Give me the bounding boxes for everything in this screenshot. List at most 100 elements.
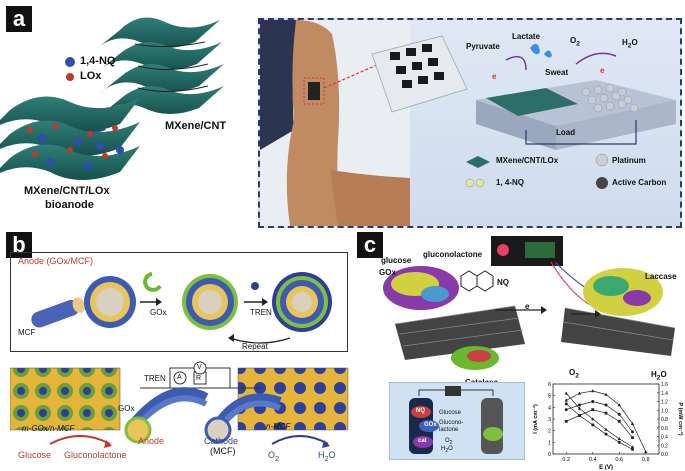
legend-nq: 1, 4-NQ xyxy=(496,178,525,187)
h2o-label: H2O xyxy=(622,38,638,50)
y-right-tick-label-8: 1.6 xyxy=(661,382,668,388)
tren-label-lower: TREN xyxy=(144,374,166,383)
o2-sub: 2 xyxy=(576,40,580,48)
cell-nq-label: NQ xyxy=(416,408,425,414)
panel-c-letter: c xyxy=(357,232,383,258)
series-4-point-1 xyxy=(578,414,581,417)
meter-r-label: R xyxy=(196,375,202,382)
mcf-cylinder xyxy=(31,297,86,328)
tren-molecule-icon xyxy=(251,282,259,290)
y-right-tick-label-4: 0.8 xyxy=(661,417,668,423)
h2o-text: H xyxy=(622,38,628,47)
series-1-point-0 xyxy=(564,408,568,412)
series-2-point-5 xyxy=(631,436,634,440)
sweat-label: Sweat xyxy=(545,68,569,77)
meter-v-label: V xyxy=(197,364,202,371)
x-axis-label: E (V) xyxy=(599,465,613,470)
legend-carbon: Active Carbon xyxy=(612,178,667,187)
o2-c-label: O2 xyxy=(569,368,579,380)
series-0-point-0 xyxy=(564,398,568,402)
series-2-point-3 xyxy=(604,411,608,415)
panel-c: c xyxy=(355,232,685,471)
h2o-c-text: H xyxy=(651,370,657,379)
load-label: Load xyxy=(556,128,576,137)
lactate-label: Lactate xyxy=(512,32,541,41)
o2-b-label: O2 xyxy=(268,450,279,463)
ammeter-icon xyxy=(173,371,187,385)
cell-gluconolactone-label-1: Glucono- xyxy=(439,420,464,426)
y-right-axis-label: P (mW cm⁻²) xyxy=(677,402,683,435)
series-1-point-2 xyxy=(591,400,595,403)
o2-b-sub: 2 xyxy=(275,453,280,463)
cathode-electrode-icon xyxy=(481,398,503,454)
electrode-array xyxy=(371,35,468,113)
series-4-point-0 xyxy=(564,402,568,406)
bioanode-label-line1: MXene/CNT/LOx xyxy=(24,185,110,197)
series-1-point-1 xyxy=(578,403,581,407)
y-left-tick-label-6: 6 xyxy=(548,382,551,388)
carbon-legend-icon xyxy=(596,177,608,189)
series-0-point-3 xyxy=(604,392,608,396)
series-line-4 xyxy=(566,403,633,450)
o2-label: O2 xyxy=(570,36,580,48)
series-3-point-2 xyxy=(591,417,595,421)
mxene-legend-icon xyxy=(466,156,490,168)
glucose-c-label: glucose xyxy=(381,256,412,265)
x-tick-label-2: 0.6 xyxy=(615,457,623,463)
series-4-point-3 xyxy=(604,432,608,436)
y-left-tick-label-0: 0 xyxy=(548,452,551,458)
pyruvate-label: Pyruvate xyxy=(466,42,500,51)
x-tick-label-0: 0.2 xyxy=(562,457,570,463)
cell-o2-label: O2 xyxy=(445,438,452,446)
catalase-protein-icon xyxy=(451,346,499,370)
series-0-point-5 xyxy=(630,421,635,425)
series-3-point-1 xyxy=(577,406,582,410)
h2o-b-end: O xyxy=(328,450,336,460)
series-2-point-0 xyxy=(564,419,568,423)
patch-icon xyxy=(308,82,320,100)
cathode-fibers xyxy=(204,393,282,444)
electron-c-label: e xyxy=(525,302,530,311)
cell-o2-text: O xyxy=(445,438,450,444)
panel-b: b Anode (GOx/MCF) MCF GOx TREN Repeat xyxy=(0,232,355,471)
o2-c-text: O xyxy=(569,368,576,377)
h2o-b-sub: 2 xyxy=(324,453,329,463)
series-2-point-4 xyxy=(617,419,621,423)
electron-label-1: e xyxy=(492,72,497,81)
o2-text: O xyxy=(570,36,577,45)
series-0-point-4 xyxy=(617,403,621,407)
y-left-tick-label-5: 5 xyxy=(548,394,551,400)
y-left-tick-label-3: 3 xyxy=(548,417,551,423)
gox-protein-icon xyxy=(383,266,459,310)
cell-gox-label: GOx xyxy=(424,422,437,428)
o2-b-text: O xyxy=(268,450,276,460)
cathode-label: Cathode xyxy=(204,436,239,446)
h2o-b-label: H2O xyxy=(318,450,336,463)
lox-sphere-icon xyxy=(66,73,74,81)
series-3-point-5 xyxy=(630,445,635,449)
panel-a: a xyxy=(0,0,685,232)
mxene-schematic xyxy=(0,17,224,180)
y-right-tick-label-5: 1.0 xyxy=(661,408,668,414)
series-line-3 xyxy=(565,393,633,448)
y-right-tick-label-1: 0.2 xyxy=(661,443,668,449)
y-right-tick-label-7: 1.4 xyxy=(661,391,668,397)
panel-b-letter: b xyxy=(6,232,32,258)
h2o-c-sub: 2 xyxy=(656,374,661,382)
y-right-tick-label-2: 0.4 xyxy=(661,435,668,441)
series-2-point-2 xyxy=(591,408,595,412)
series-0-point-6 xyxy=(644,449,648,453)
lox-label: LOx xyxy=(80,70,102,82)
cell-h2o-sub: 2 xyxy=(445,448,449,455)
gox-enzyme-icon xyxy=(143,272,162,292)
series-1-point-4 xyxy=(617,412,621,416)
series-1-point-3 xyxy=(604,403,608,407)
arm-photo xyxy=(260,20,410,226)
nanotube-right xyxy=(561,307,676,356)
electron-label-2: e xyxy=(600,66,605,75)
tren-step-label: TREN xyxy=(250,308,272,317)
x-tick-label-3: 0.8 xyxy=(642,457,650,463)
y-left-tick-label-1: 1 xyxy=(548,440,551,446)
cell-h2o-end: O xyxy=(448,446,453,452)
